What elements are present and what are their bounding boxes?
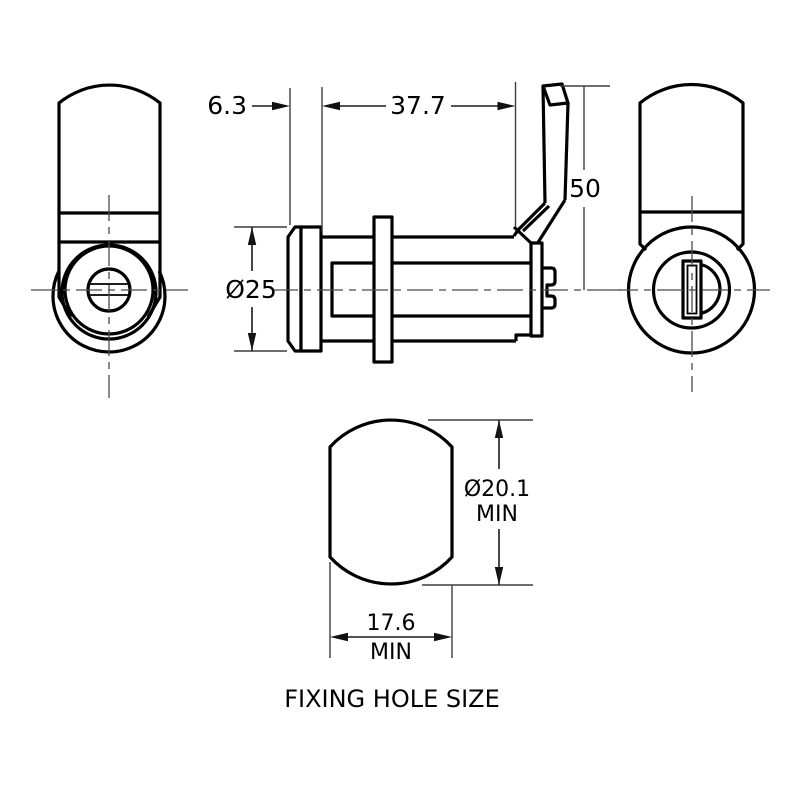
cam-arm-right-edge: [563, 102, 570, 201]
cam-lever: [512, 82, 570, 245]
dimension-barrel-length: 37.7: [322, 82, 517, 227]
screw-end: [542, 266, 557, 310]
front-view-left: [31, 83, 188, 398]
fixing-hole-view: Ø20.1 MIN 17.6 MIN: [328, 418, 533, 665]
dimension-hole-diameter: Ø20.1 MIN: [422, 419, 533, 586]
bezel-cap: [286, 225, 303, 353]
arrowhead-left: [330, 632, 348, 642]
dimension-hole-width: 17.6 MIN: [329, 562, 453, 665]
dim-text-dia-25: Ø25: [225, 275, 277, 304]
bezel-band: [299, 225, 323, 353]
barrel-end-step: [514, 333, 531, 341]
side-view: [272, 82, 622, 364]
arrowhead-right: [272, 101, 290, 111]
dimension-cam-height: 50: [560, 85, 610, 290]
lock-body-outline: [57, 83, 162, 318]
dim-text-min-vertical: MIN: [476, 502, 518, 527]
arrowhead-left: [322, 101, 340, 111]
dim-text-17-6: 17.6: [367, 611, 416, 636]
cam-bend-outer: [535, 199, 567, 245]
cam-bend-crease: [521, 204, 551, 233]
key-d-arc: [700, 262, 722, 316]
cam-hub-diagonal: [512, 225, 533, 245]
fixing-hole-outline: [328, 418, 454, 586]
dimension-head-depth: 6.3: [207, 87, 323, 232]
dim-text-37-7: 37.7: [390, 91, 446, 120]
arrowhead-right: [434, 632, 452, 642]
dim-text-50: 50: [569, 174, 601, 203]
dim-text-6-3: 6.3: [207, 91, 247, 120]
arrowhead-right: [497, 101, 516, 111]
cam-arm-left-edge: [541, 85, 547, 204]
lock-body-outline-right: [638, 83, 745, 252]
dim-text-dia-20-1: Ø20.1: [464, 477, 530, 502]
dim-text-min-horizontal: MIN: [370, 640, 412, 665]
dimension-head-diameter: Ø25: [225, 226, 287, 352]
drawing-caption: FIXING HOLE SIZE: [284, 685, 500, 713]
front-view-right: [612, 83, 770, 392]
cam-tip-face: [541, 82, 570, 107]
